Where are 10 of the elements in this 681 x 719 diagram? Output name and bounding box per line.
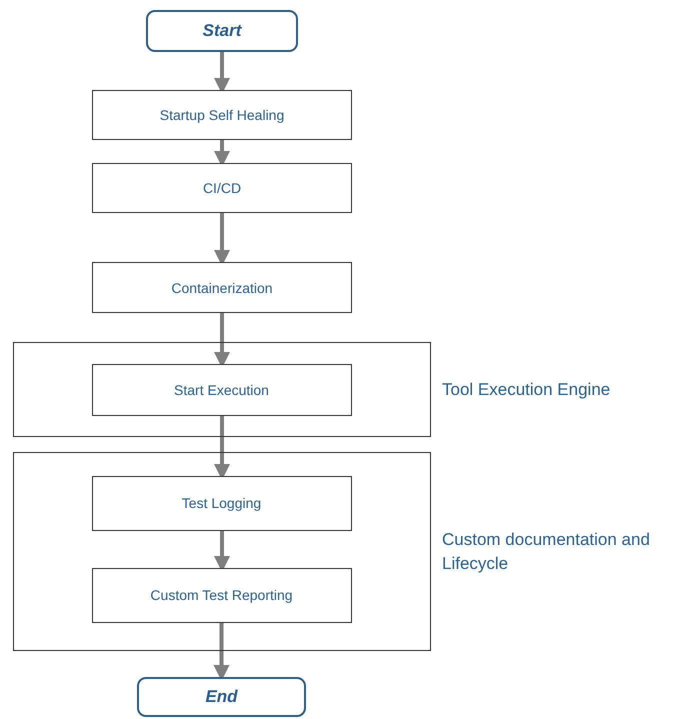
process-box: Startup Self Healing <box>92 90 352 140</box>
process-box: Containerization <box>92 262 352 313</box>
group-label: Tool Execution Engine <box>442 378 612 401</box>
terminal-box: Start <box>146 10 298 52</box>
process-box: Start Execution <box>92 364 352 416</box>
process-box: Custom Test Reporting <box>92 568 352 622</box>
terminal-box: End <box>137 677 306 717</box>
group-label: Custom documentation and Lifecycle <box>442 528 651 574</box>
process-box: Test Logging <box>92 476 352 530</box>
process-box: CI/CD <box>92 163 352 213</box>
